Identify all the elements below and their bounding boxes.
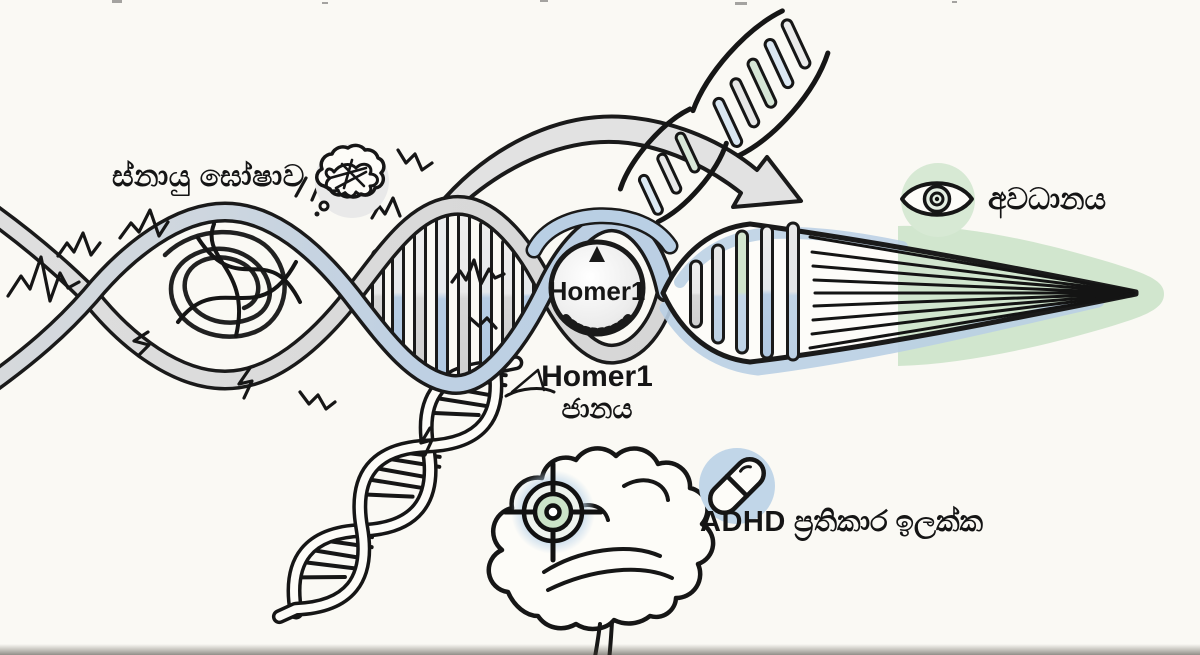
knob-label: Homer1 (549, 276, 646, 306)
helix-ribbon-gray (0, 194, 677, 391)
treatment-label-rest: ප්‍රතිකාර ඉලක්ක (793, 506, 984, 538)
caption-sketch (504, 368, 556, 398)
dna-fragment-large (690, 8, 831, 159)
treatment-label-adhd: ADHD (700, 506, 786, 538)
gene-caption-title: Homer1 (541, 360, 653, 393)
pill-icon (699, 448, 775, 524)
converging-lines (808, 235, 1136, 350)
tangle-scribble-2 (176, 222, 302, 338)
curved-arrow (435, 114, 803, 216)
scan-specks (112, 0, 957, 5)
neural-noise-label: ස්නායු ඝෝෂාව (112, 160, 305, 193)
tangle-scribble (162, 229, 287, 339)
attention-label: අවධානය (988, 183, 1107, 216)
scribble-thought-icon (314, 143, 389, 218)
funnel-base-pairs (689, 221, 800, 362)
crosshair-target-icon (502, 461, 604, 563)
treatment-label: ADHD ප්‍රතිකාර ඉලක්ක (700, 506, 983, 539)
knob-pointer (589, 246, 605, 262)
brain-with-crosshair-icon (486, 446, 716, 655)
eye-icon (900, 163, 975, 237)
gene-caption: Homer1 ජානය (497, 361, 697, 425)
helix-ribbon-blue (0, 201, 677, 395)
gene-caption-subtitle: ජානය (561, 392, 633, 424)
gene-dial-knob: Homer1 (525, 207, 679, 337)
focus-funnel (659, 221, 1164, 376)
bottom-scan-edge (0, 644, 1200, 655)
knob-ridges (562, 314, 632, 336)
dna-fragment-small (617, 106, 729, 225)
